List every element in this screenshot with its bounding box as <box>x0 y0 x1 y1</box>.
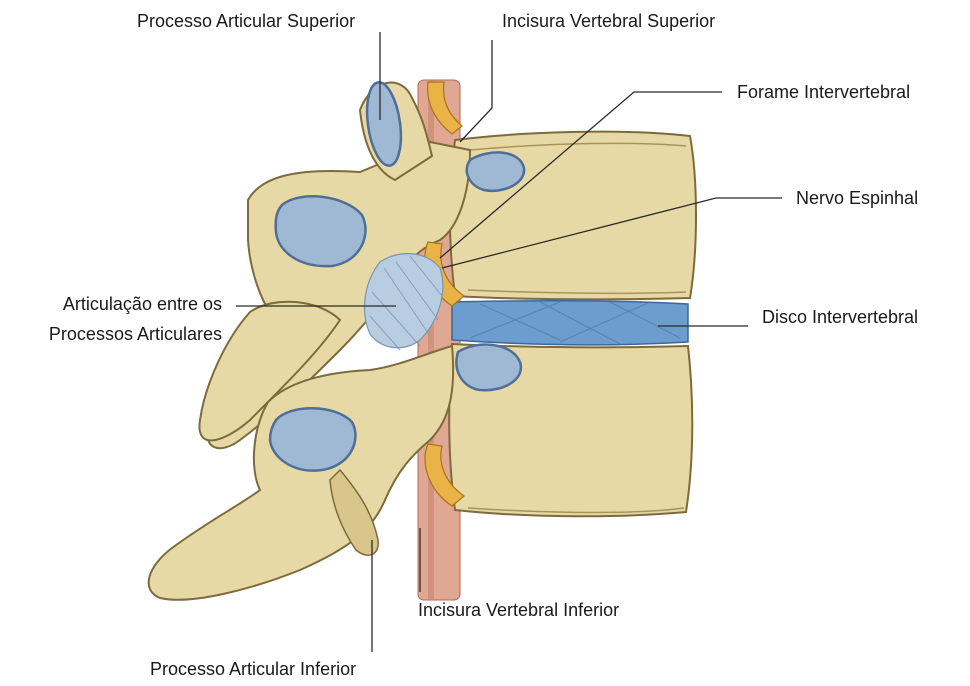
upper-nerve-root <box>427 81 463 135</box>
leader-forame-intervertebral <box>439 91 722 259</box>
upper-spinous-process <box>198 300 342 442</box>
lower-vertebra <box>147 342 694 601</box>
label-articulacao-line1: Articulação entre os <box>63 294 222 314</box>
leader-nervo-espinhal <box>441 197 782 269</box>
label-incisura-vertebral-inferior: Incisura Vertebral Inferior <box>418 600 619 620</box>
label-articulacao-line2: Processos Articulares <box>49 324 222 344</box>
label-forame-intervertebral: Forame Intervertebral <box>737 82 910 102</box>
label-nervo-espinhal: Nervo Espinhal <box>796 188 918 208</box>
label-disco-intervertebral: Disco Intervertebral <box>762 307 918 327</box>
label-processo-articular-superior: Processo Articular Superior <box>137 11 355 31</box>
lower-nerve-root <box>424 443 465 507</box>
facet-joint-capsule <box>363 253 444 351</box>
intervertebral-disc <box>451 299 689 346</box>
label-incisura-vertebral-superior: Incisura Vertebral Superior <box>502 11 715 31</box>
leader-incisura-vertebral-superior <box>459 40 493 143</box>
label-processo-articular-inferior: Processo Articular Inferior <box>150 659 356 679</box>
